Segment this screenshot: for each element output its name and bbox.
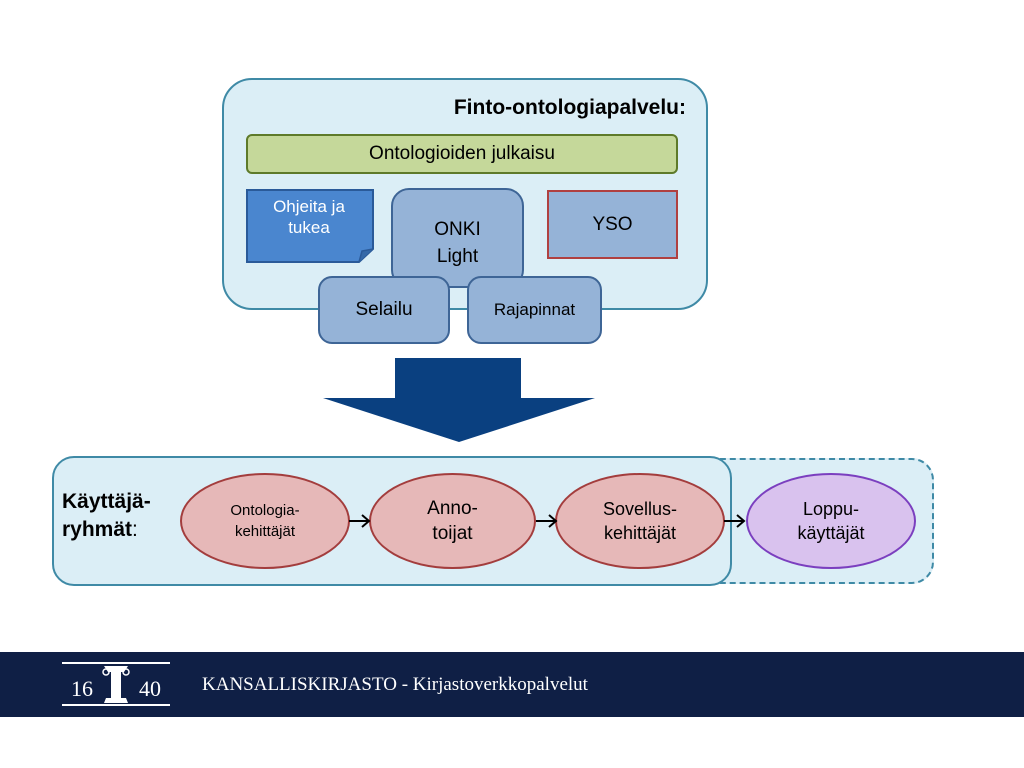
group-annotators: Anno-toijat xyxy=(369,473,536,569)
flow-arrow-icon xyxy=(536,514,558,528)
group-application-developers: Sovellus-kehittäjät xyxy=(555,473,725,569)
footer-text: KANSALLISKIRJASTO - Kirjastoverkkopalvel… xyxy=(202,674,588,695)
browse-box: Selailu xyxy=(318,276,450,344)
footer-bar xyxy=(0,652,1024,717)
guide-label: Ohjeita ja tukea xyxy=(273,197,345,237)
groups-label: Käyttäjä- ryhmät: xyxy=(62,490,151,541)
logo-left-digits: 16 xyxy=(71,676,93,701)
flow-arrow-icon xyxy=(349,514,371,528)
guide-note-shape xyxy=(246,189,374,263)
onki-light-box: ONKI Light xyxy=(391,188,524,288)
service-title: Finto-ontologiapalvelu: xyxy=(453,96,686,119)
group-end-users: Loppu-käyttäjät xyxy=(746,473,916,569)
logo-right-digits: 40 xyxy=(139,676,161,701)
group-ontology-developers: Ontologia-kehittäjät xyxy=(180,473,350,569)
library-logo-icon: 16 40 xyxy=(62,662,170,706)
flow-arrow-icon xyxy=(724,514,746,528)
yso-box: YSO xyxy=(547,190,678,259)
api-box: Rajapinnat xyxy=(467,276,602,344)
publish-bar: Ontologioiden julkaisu xyxy=(246,134,678,174)
down-arrow-icon xyxy=(323,358,595,442)
